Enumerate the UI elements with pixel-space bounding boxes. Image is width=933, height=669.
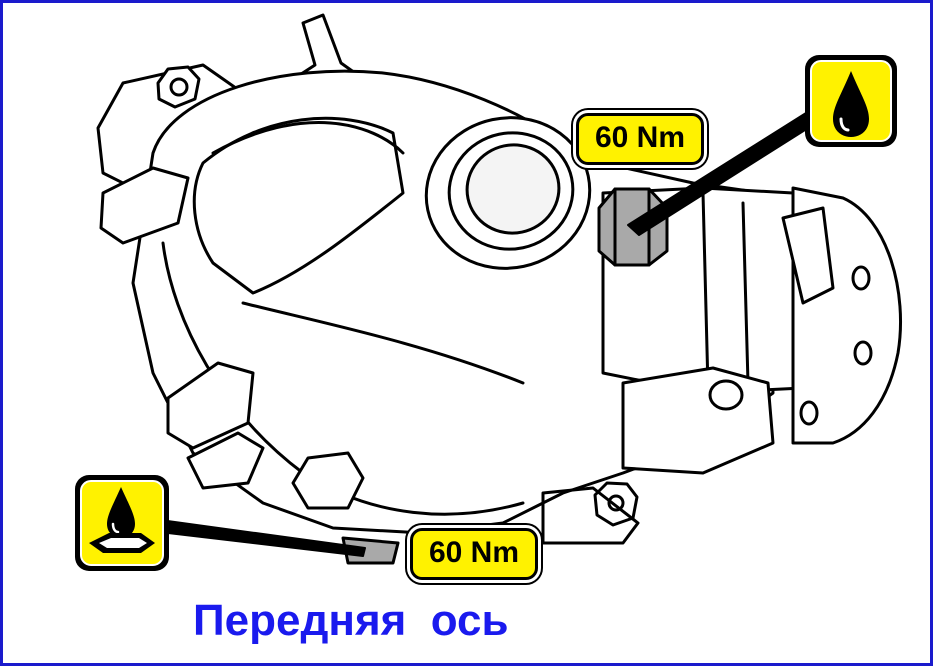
torque-label-filler: 60 Nm [576,113,704,165]
mounting-ear-bottom-left [166,361,255,450]
axle-housing [131,69,775,535]
top-bolt [156,65,201,109]
torque-label-drain: 60 Nm [410,528,538,580]
figure-caption: Передняя ось [193,596,509,645]
lower-bracket [621,366,775,475]
oil-drop-icon [805,55,897,147]
front-axle-drawing [75,13,902,571]
oil-drain-icon [75,475,169,571]
input-port [424,116,592,270]
housing-cover [192,116,405,295]
mounting-ear-mid-left [99,166,190,245]
output-flange [781,186,902,445]
